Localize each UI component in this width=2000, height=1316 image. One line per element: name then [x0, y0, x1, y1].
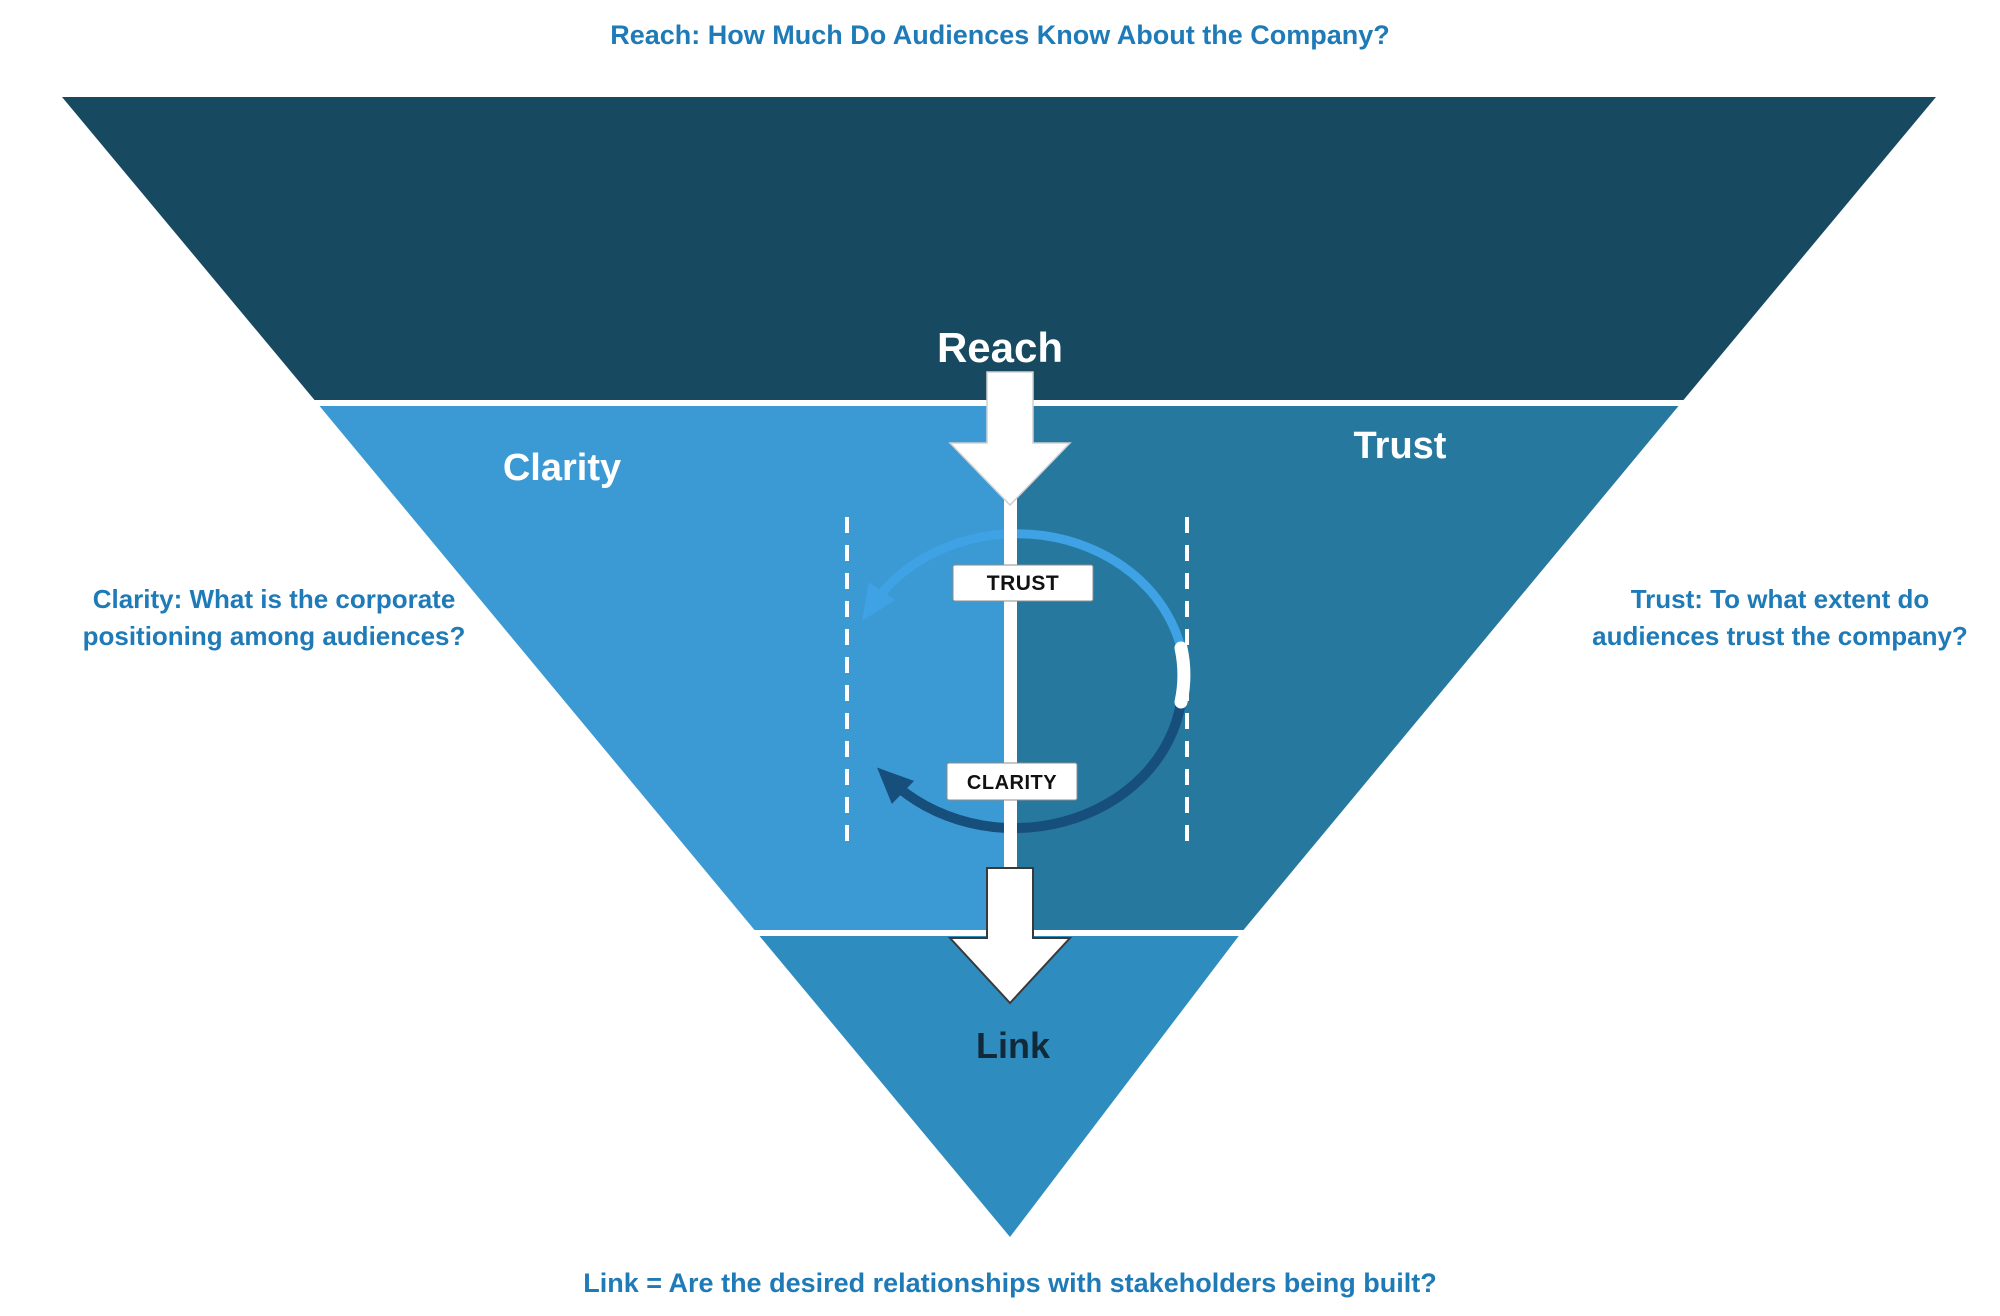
- center-stem: [1004, 498, 1017, 880]
- left-caption-line1: Clarity: What is the corporate: [93, 584, 456, 614]
- funnel-band-link: [757, 933, 1241, 1237]
- clarity-label-box: [946, 762, 1078, 801]
- clarity-label: CLARITY: [967, 772, 1057, 794]
- trust-label-box: [952, 564, 1094, 602]
- funnel-band-reach: [62, 97, 1936, 403]
- right-caption-line1: Trust: To what extent do: [1631, 584, 1930, 614]
- down-arrow-top-icon: [948, 371, 1072, 507]
- bottom-caption: Link = Are the desired relationships wit…: [583, 1268, 1436, 1298]
- cycle-highlight-sliver: [1174, 641, 1191, 709]
- cycle-arc-bottom: [877, 701, 1186, 834]
- down-arrow-bottom-icon: [947, 867, 1073, 1005]
- cycle-arc-top: [861, 529, 1186, 650]
- funnel-band-trust: [1010, 403, 1681, 933]
- right-caption-line2: audiences trust the company?: [1592, 621, 1968, 651]
- left-caption-line2: positioning among audiences?: [83, 621, 466, 651]
- top-caption: Reach: How Much Do Audiences Know About …: [610, 20, 1390, 50]
- band-label-link: Link: [976, 1025, 1051, 1066]
- band-label-reach: Reach: [937, 324, 1063, 371]
- funnel-band-clarity: [317, 403, 1010, 933]
- trust-label: TRUST: [987, 572, 1060, 595]
- band-label-clarity: Clarity: [503, 447, 621, 489]
- band-label-trust: Trust: [1354, 425, 1447, 467]
